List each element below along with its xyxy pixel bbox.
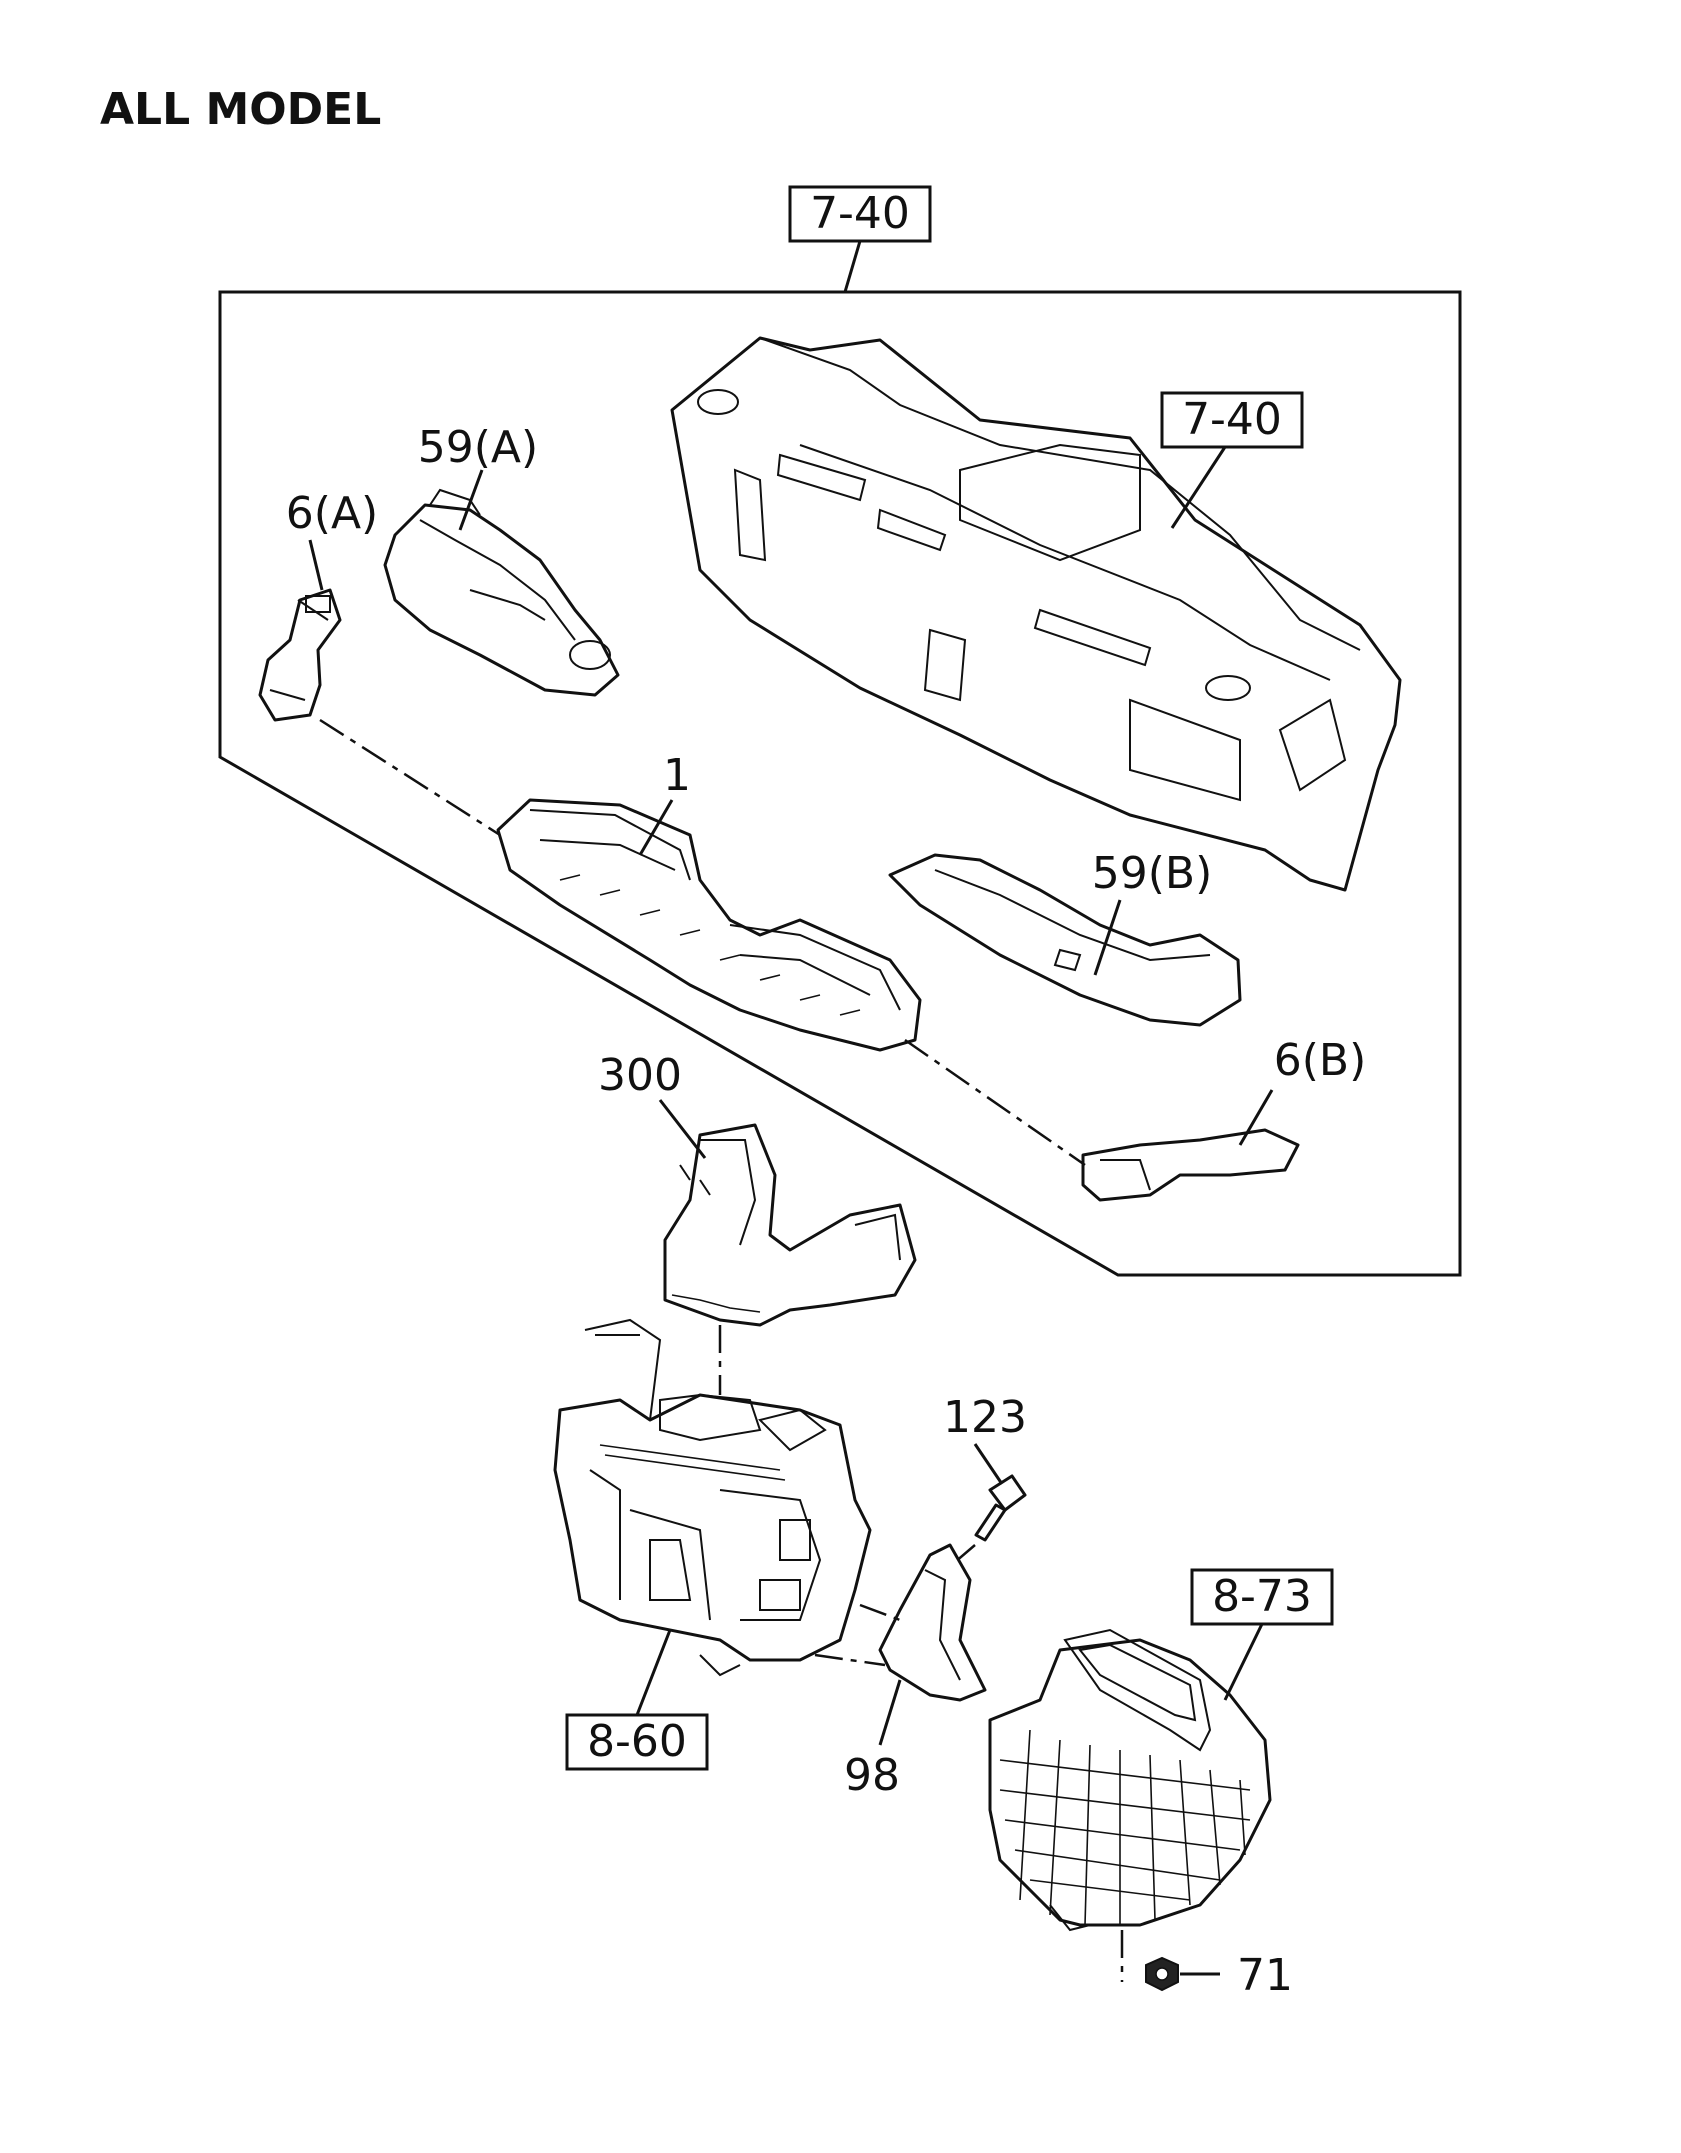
- label-59a: 59(A): [418, 422, 538, 473]
- align-line-98-b: [814, 1653, 886, 1667]
- leader-98: [878, 1679, 902, 1746]
- leader-8-73: [1223, 1623, 1264, 1701]
- label-6a: 6(A): [286, 488, 378, 539]
- part-59b-duct[interactable]: [888, 853, 1242, 1027]
- ref-label-8-60: 8-60: [587, 1716, 687, 1767]
- label-71: 71: [1237, 1950, 1293, 2001]
- assembly-frame: [218, 290, 1462, 1277]
- ref-box-8-73[interactable]: 8-73: [1190, 1568, 1334, 1626]
- ref-label-8-73: 8-73: [1212, 1571, 1312, 1622]
- ref-box-8-60[interactable]: 8-60: [565, 1713, 709, 1771]
- leader-1: [638, 799, 674, 856]
- label-300: 300: [598, 1050, 682, 1101]
- ref-label-7-40-top: 7-40: [810, 188, 910, 239]
- part-6b-duct[interactable]: [1081, 1128, 1300, 1202]
- leader-8-60: [635, 1629, 672, 1716]
- align-line-right: [904, 1038, 1086, 1167]
- label-123: 123: [943, 1392, 1027, 1443]
- leader-6a: [308, 539, 324, 591]
- label-6b: 6(B): [1274, 1035, 1367, 1086]
- blower-unit-assembly[interactable]: [988, 1628, 1272, 1932]
- ref-label-7-40-panel: 7-40: [1182, 394, 1282, 445]
- part-6a-duct[interactable]: [258, 588, 342, 722]
- leader-7-40-panel: [1170, 446, 1227, 529]
- leader-59b: [1093, 899, 1122, 976]
- part-71-nut[interactable]: [1145, 1956, 1179, 1992]
- align-line-left: [319, 718, 501, 837]
- part-1-center-duct[interactable]: [496, 798, 922, 1052]
- part-59a-duct[interactable]: [383, 488, 620, 697]
- leader-6b: [1238, 1089, 1274, 1146]
- align-line-98: [859, 1603, 901, 1622]
- part-98-gasket[interactable]: [878, 1543, 987, 1702]
- label-1: 1: [663, 750, 691, 801]
- part-300-duct[interactable]: [663, 1123, 917, 1327]
- leader-123: [973, 1443, 1004, 1485]
- instrument-panel[interactable]: [670, 336, 1402, 892]
- heater-unit-assembly[interactable]: [553, 1318, 872, 1677]
- ref-box-7-40-panel[interactable]: 7-40: [1160, 391, 1304, 449]
- leader-59a: [458, 469, 484, 531]
- label-59b: 59(B): [1092, 848, 1213, 899]
- label-98: 98: [844, 1750, 900, 1801]
- part-123-bolt[interactable]: [974, 1474, 1027, 1542]
- leader-300: [658, 1099, 707, 1159]
- frame-leader: [843, 240, 862, 293]
- page-title: ALL MODEL: [100, 84, 381, 135]
- ref-box-7-40-top[interactable]: 7-40: [788, 185, 932, 243]
